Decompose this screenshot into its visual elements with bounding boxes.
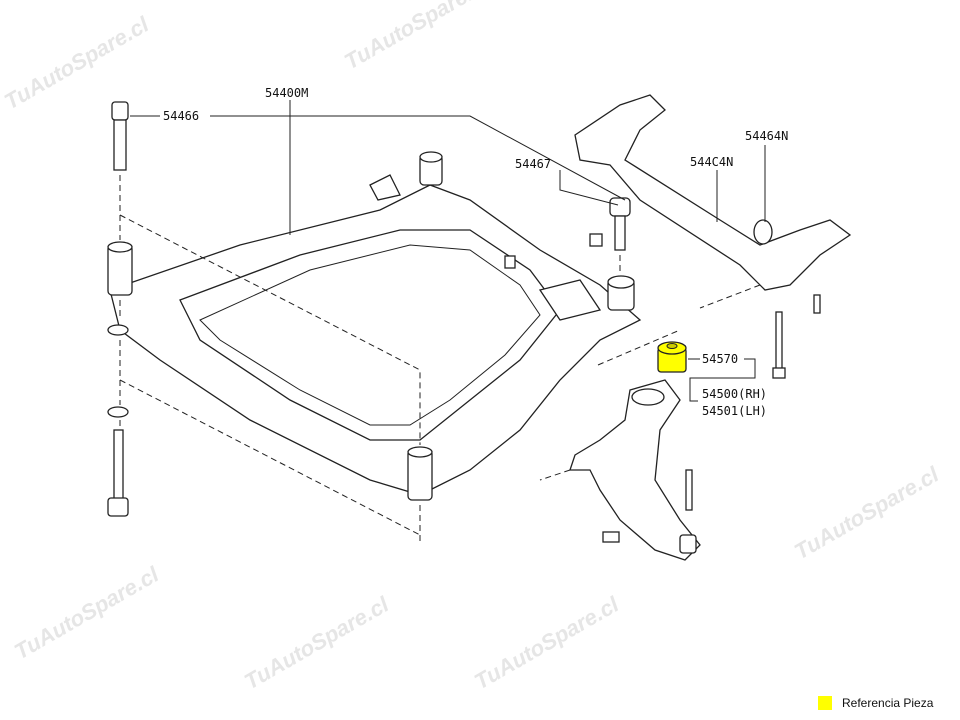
legend-label: Referencia Pieza bbox=[842, 696, 934, 710]
stabilizer-bar-544C4N bbox=[574, 94, 852, 379]
bolt-54467 bbox=[504, 197, 631, 269]
label-54464N: 54464N bbox=[745, 129, 788, 143]
watermark: TuAutoSpare.cl bbox=[790, 461, 944, 564]
label-544C4N: 544C4N bbox=[690, 155, 733, 169]
bushing-54570 bbox=[657, 341, 687, 373]
watermark: TuAutoSpare.cl bbox=[10, 561, 164, 664]
watermark: TuAutoSpare.cl bbox=[470, 591, 624, 694]
lower-arm-54500 bbox=[569, 379, 701, 561]
label-54570: 54570 bbox=[702, 352, 738, 366]
legend-swatch bbox=[818, 696, 832, 710]
label-54501: 54501(LH) bbox=[702, 404, 767, 418]
legend: Referencia Pieza bbox=[818, 696, 933, 710]
label-54400M: 54400M bbox=[265, 86, 308, 100]
label-54500: 54500(RH) bbox=[702, 387, 767, 401]
bolt-54466 bbox=[107, 101, 129, 517]
watermark: TuAutoSpare.cl bbox=[340, 0, 494, 74]
label-54467: 54467 bbox=[515, 157, 551, 171]
watermark: TuAutoSpare.cl bbox=[0, 11, 154, 114]
subframe-54400M bbox=[107, 151, 642, 501]
label-54466: 54466 bbox=[163, 109, 199, 123]
watermark: TuAutoSpare.cl bbox=[240, 591, 394, 694]
